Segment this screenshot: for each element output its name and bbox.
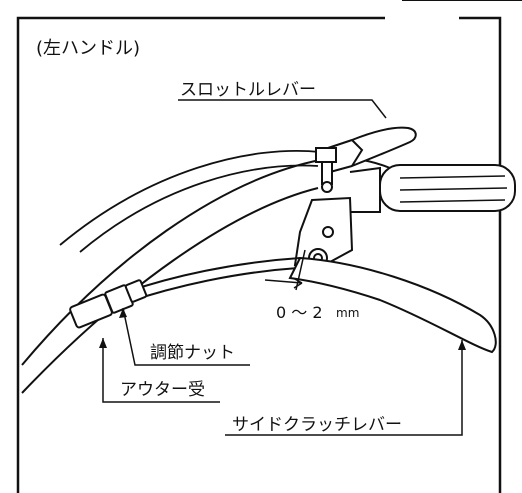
play-gap-indicator	[264, 249, 306, 291]
handle-grip	[349, 164, 516, 213]
throttle-cable	[59, 149, 321, 253]
label-play-value: 0 ～ 2	[276, 303, 323, 322]
label-throttle-lever: スロットルレバー	[180, 80, 316, 100]
label-play-unit: mm	[336, 306, 359, 320]
diagram-frame	[16, 16, 502, 493]
leader-lines	[102, 99, 463, 436]
label-side-clutch-lever: サイドクラッチレバー	[232, 415, 402, 435]
panel-title: (左ハンドル)	[36, 38, 140, 59]
throttle-lever	[315, 126, 417, 193]
leader-arrowheads	[99, 308, 466, 350]
label-outer-holder: アウター受	[120, 380, 205, 400]
label-adjust-nut: 調節ナット	[150, 343, 235, 363]
side-clutch-lever	[288, 256, 497, 354]
adjust-nut-assembly	[69, 279, 148, 329]
